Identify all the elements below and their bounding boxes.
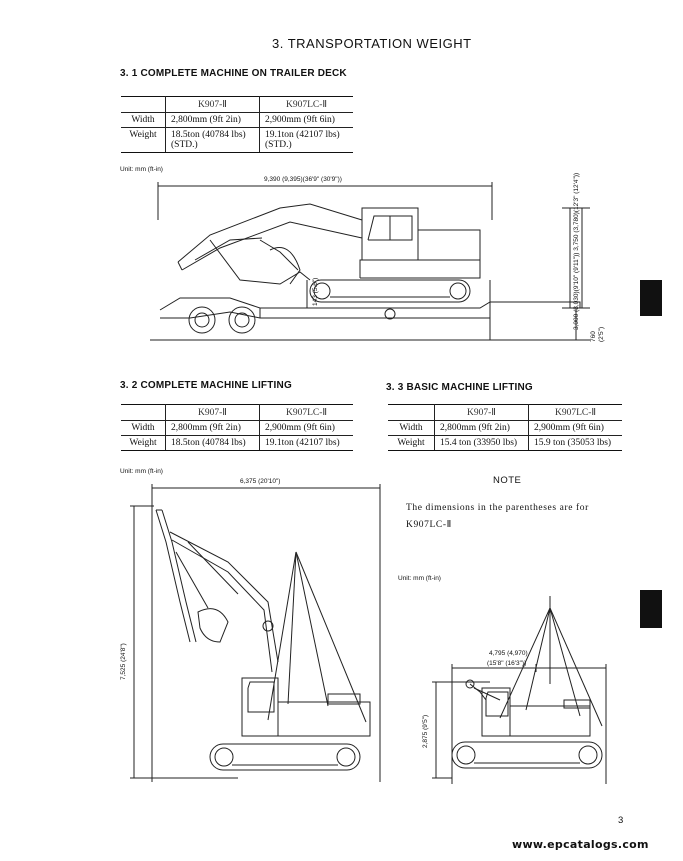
basic-machine-lifting-drawing — [430, 588, 620, 788]
table-cell: 19.1ton (42107 lbs) — [259, 435, 353, 451]
table-row: Weight 18.5ton (40784 lbs) 19.1ton (4210… — [121, 435, 353, 451]
complete-machine-lifting-drawing — [128, 482, 388, 782]
table-cell: 2,900mm (9ft 6in) — [528, 420, 622, 436]
row-label: Weight — [388, 435, 435, 451]
row-label: Weight — [121, 127, 166, 153]
table-header-cell: K907LC-Ⅱ — [259, 404, 353, 421]
section-33-heading: 3. 3 BASIC MACHINE LIFTING — [386, 382, 533, 393]
table-cell: 18.5ton (40784 lbs) — [165, 435, 261, 451]
basic-width-dimension-ft: (15'8" (16'3")) — [487, 660, 527, 667]
page-title: 3. TRANSPORTATION WEIGHT — [272, 36, 472, 51]
table-header-cell: K907-Ⅱ — [165, 96, 261, 113]
row-label: Width — [121, 420, 166, 436]
section-33-unit: Unit: mm (ft-in) — [398, 575, 441, 582]
table-header-cell: K907-Ⅱ — [434, 404, 530, 421]
table-header-cell: K907LC-Ⅱ — [259, 96, 353, 113]
section-31-unit: Unit: mm (ft-in) — [120, 166, 163, 173]
trailer-excavator-drawing — [150, 180, 610, 350]
table-cell: 15.4 ton (33950 lbs) — [434, 435, 530, 451]
footer-watermark: www.epcatalogs.com — [512, 838, 649, 851]
trailer-bottom-dimension: 760 — [590, 331, 597, 342]
trailer-bottom-dimension-ft: (2'5") — [598, 326, 605, 342]
table-header-cell: K907LC-Ⅱ — [528, 404, 622, 421]
table-cell: 19.1ton (42107 lbs)(STD.) — [259, 127, 353, 153]
row-label: Weight — [121, 435, 166, 451]
row-label: Width — [121, 112, 166, 128]
section-32-table: K907-Ⅱ K907LC-Ⅱ Width 2,800mm (9ft 2in) … — [121, 404, 353, 451]
section-31-table: K907-Ⅱ K907LC-Ⅱ Width 2,800mm (9ft 2in) … — [121, 96, 353, 153]
page-number: 3 — [618, 815, 624, 826]
table-cell: 2,800mm (9ft 2in) — [434, 420, 530, 436]
table-header-cell: K907-Ⅱ — [165, 404, 261, 421]
ground-clearance-dimension: 143 (5.6") — [312, 277, 319, 306]
basic-height-dimension: 2,875 (9'5") — [422, 714, 429, 748]
section-32-heading: 3. 2 COMPLETE MACHINE LIFTING — [120, 380, 292, 391]
table-header-row: K907-Ⅱ K907LC-Ⅱ — [388, 404, 622, 421]
table-cell: 15.9 ton (35053 lbs) — [528, 435, 622, 451]
basic-width-dimension: 4,795 (4,970) — [489, 650, 528, 657]
note-title: NOTE — [493, 475, 522, 486]
table-row: Width 2,800mm (9ft 2in) 2,900mm (9ft 6in… — [121, 112, 353, 128]
table-cell: 18.5ton (40784 lbs)(STD.) — [165, 127, 261, 153]
table-header-row: K907-Ⅱ K907LC-Ⅱ — [121, 404, 353, 421]
trailer-length-dimension: 9,390 (9,395)(36'9" (30'9")) — [264, 176, 342, 183]
lifting-width-dimension: 6,375 (20'10") — [240, 478, 281, 485]
table-header-row: K907-Ⅱ K907LC-Ⅱ — [121, 96, 353, 113]
trailer-height-dimension: 3,000 (3,030)(9'10" (9'11")) 3,750 (3,78… — [573, 172, 580, 330]
lifting-height-dimension: 7,525 (24'8") — [120, 643, 127, 680]
table-cell: 2,800mm (9ft 2in) — [165, 112, 261, 128]
page-tab-marker — [640, 590, 662, 628]
table-cell: 2,800mm (9ft 2in) — [165, 420, 261, 436]
table-row: Width 2,800mm (9ft 2in) 2,900mm (9ft 6in… — [388, 420, 622, 436]
table-row: Weight 15.4 ton (33950 lbs) 15.9 ton (35… — [388, 435, 622, 451]
note-body: The dimensions in the parentheses are fo… — [406, 503, 589, 530]
section-32-unit: Unit: mm (ft-in) — [120, 468, 163, 475]
page-tab-marker — [640, 280, 662, 316]
section-33-table: K907-Ⅱ K907LC-Ⅱ Width 2,800mm (9ft 2in) … — [388, 404, 622, 451]
table-row: Weight 18.5ton (40784 lbs)(STD.) 19.1ton… — [121, 127, 353, 153]
table-cell: 2,900mm (9ft 6in) — [259, 420, 353, 436]
table-cell: 2,900mm (9ft 6in) — [259, 112, 353, 128]
section-31-heading: 3. 1 COMPLETE MACHINE ON TRAILER DECK — [120, 68, 347, 79]
row-label: Width — [388, 420, 435, 436]
table-row: Width 2,800mm (9ft 2in) 2,900mm (9ft 6in… — [121, 420, 353, 436]
